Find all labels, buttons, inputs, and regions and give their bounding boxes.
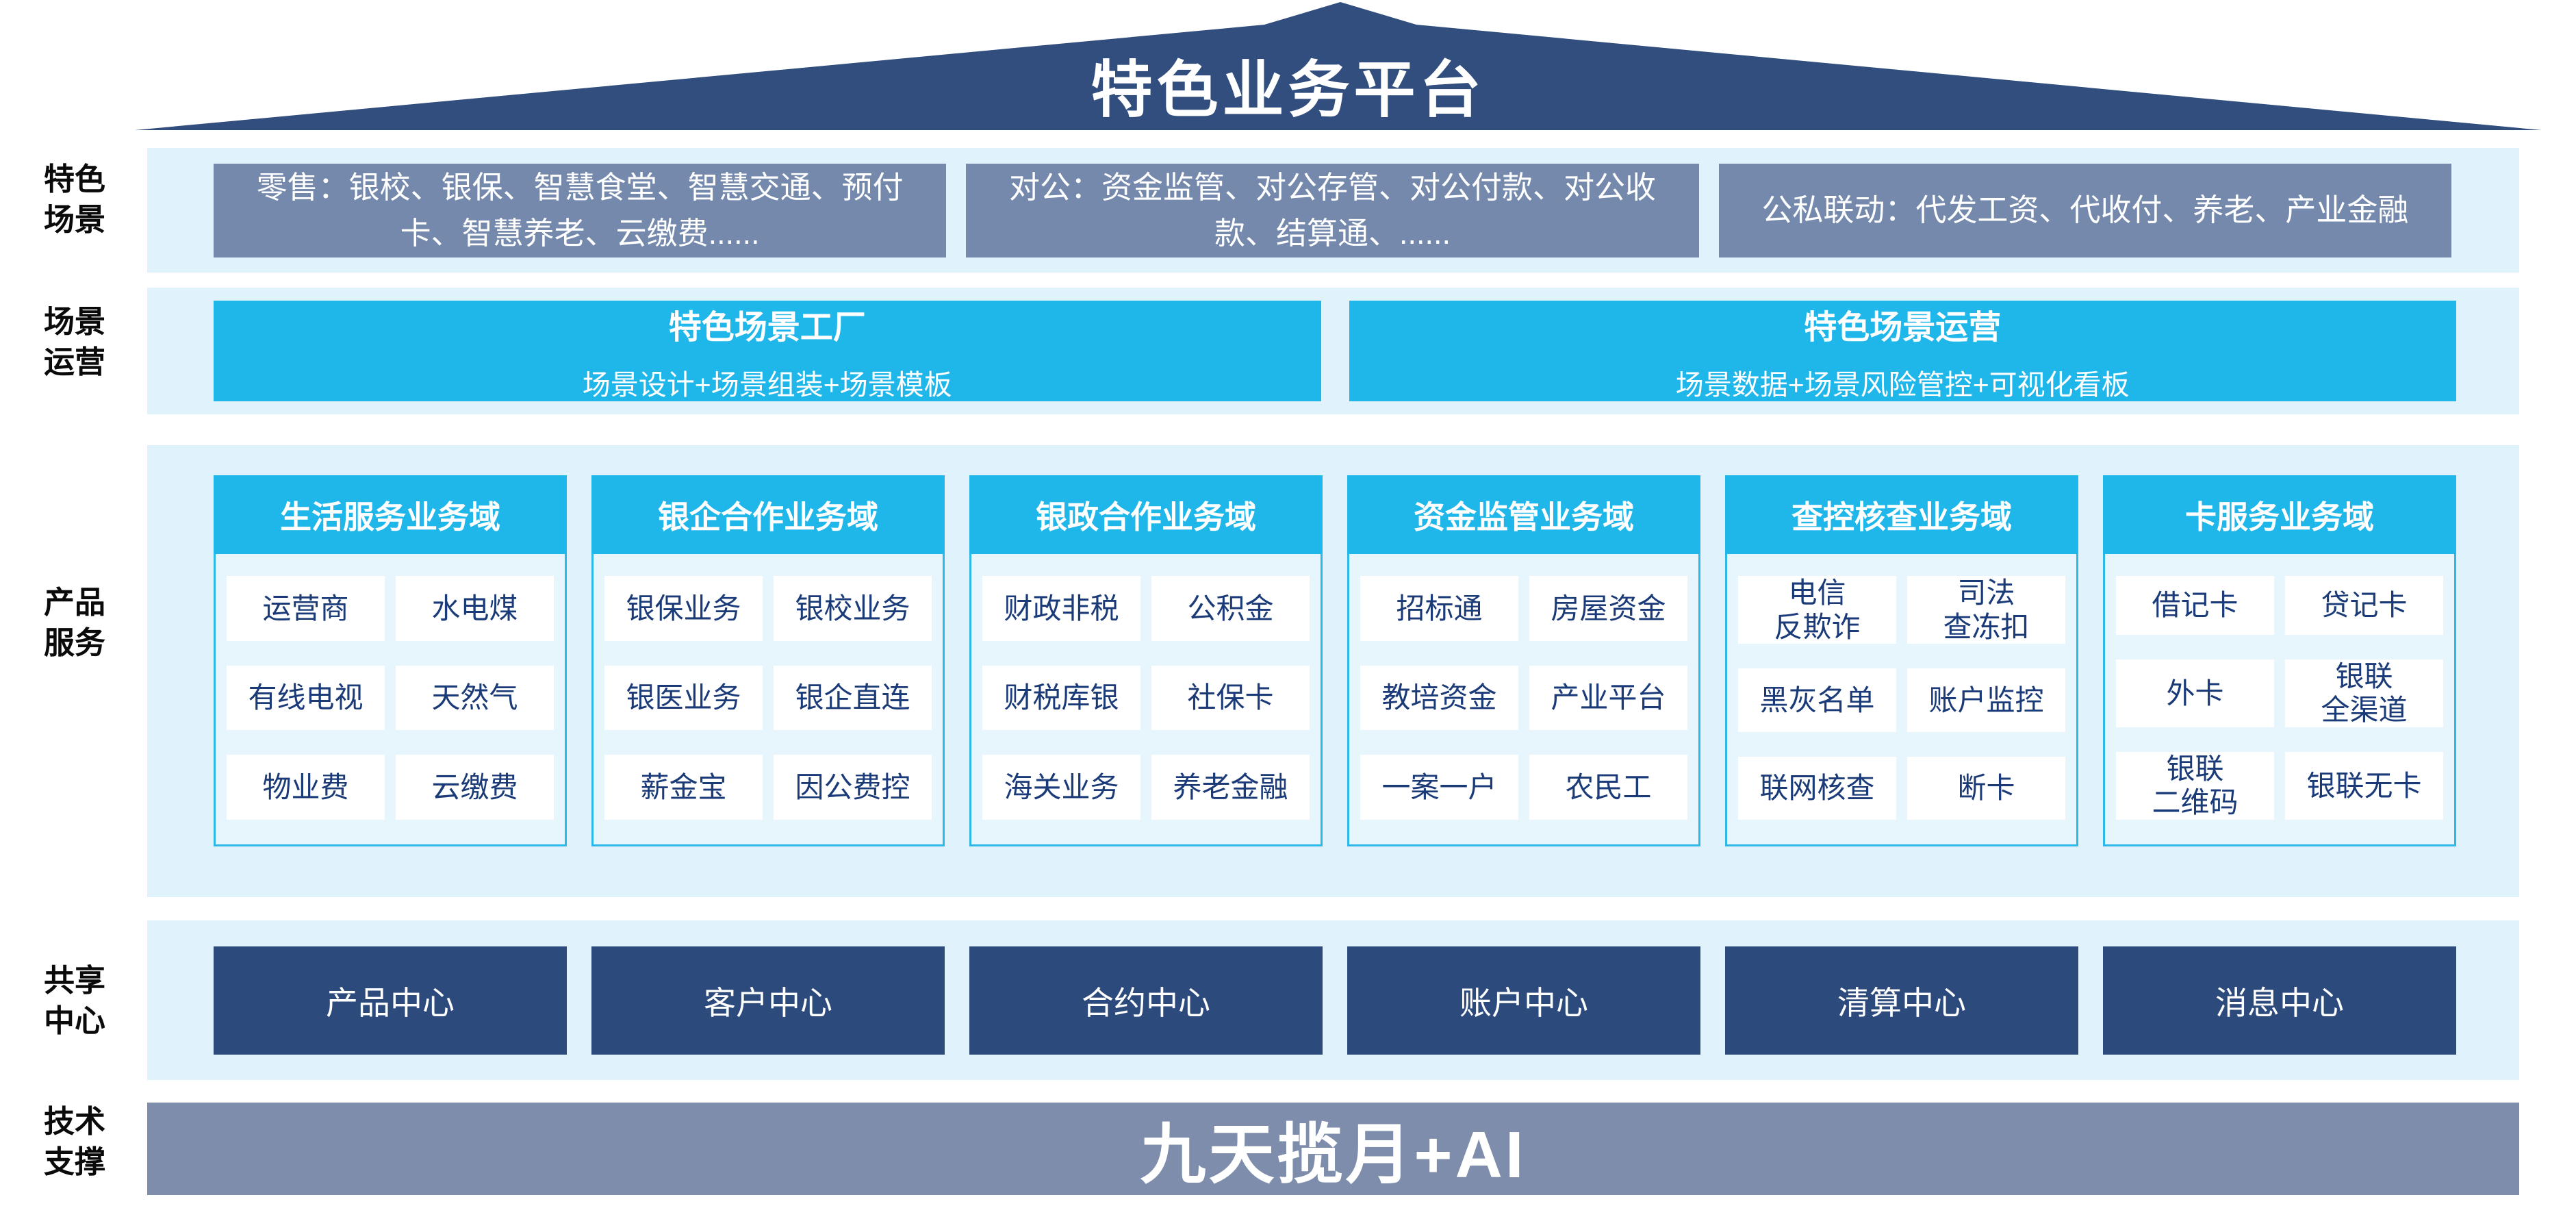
side-label-scenes: 特色 场景 bbox=[43, 162, 105, 238]
product-column-bank-enterprise: 银企合作业务域 银保业务 银校业务 银医业务 银企直连 薪金宝 因公费控 bbox=[591, 475, 945, 897]
band-featured-scenes: 零售：银校、银保、智慧食堂、智慧交通、预付卡、智慧养老、云缴费...... 对公… bbox=[147, 148, 2519, 273]
side-label-shared: 共享 中心 bbox=[43, 963, 105, 1039]
scene-box-retail: 零售：银校、银保、智慧食堂、智慧交通、预付卡、智慧养老、云缴费...... bbox=[214, 163, 947, 257]
product-cell: 运营商 bbox=[227, 576, 385, 641]
page-title: 特色业务平台 bbox=[1091, 56, 1485, 125]
product-column-card-services: 卡服务业务域 借记卡 贷记卡 外卡 银联 全渠道 银联 二维码 银联无卡 bbox=[2103, 475, 2456, 897]
side-label-tech: 技术 支撑 bbox=[43, 1104, 105, 1180]
band-shared-centers: 产品中心 客户中心 合约中心 账户中心 清算中心 消息中心 bbox=[147, 920, 2519, 1080]
side-label-operation: 场景 运营 bbox=[43, 304, 105, 380]
scene-box-public-private: 公私联动：代发工资、代收付、养老、产业金融 bbox=[1718, 163, 2451, 257]
product-column-header: 查控核查业务域 bbox=[1725, 475, 2078, 554]
product-cell: 因公费控 bbox=[774, 755, 932, 820]
product-cell: 银校业务 bbox=[774, 576, 932, 641]
product-cell: 物业费 bbox=[227, 755, 385, 820]
product-column-bank-government: 银政合作业务域 财政非税 公积金 财税库银 社保卡 海关业务 养老金融 bbox=[969, 475, 1323, 897]
product-cell: 公积金 bbox=[1151, 576, 1310, 641]
product-column-body: 电信 反欺诈 司法 查冻扣 黑灰名单 账户监控 联网核查 断卡 bbox=[1725, 554, 2078, 846]
product-cell: 养老金融 bbox=[1151, 755, 1310, 820]
product-column-body: 招标通 房屋资金 教培资金 产业平台 一案一户 农民工 bbox=[1347, 554, 1700, 846]
product-cell: 产业平台 bbox=[1529, 665, 1687, 731]
product-cell: 银医业务 bbox=[604, 665, 763, 731]
product-cell: 联网核查 bbox=[1738, 756, 1896, 820]
product-column-header: 卡服务业务域 bbox=[2103, 475, 2456, 554]
product-cell: 云缴费 bbox=[396, 755, 554, 820]
product-cell: 农民工 bbox=[1529, 755, 1687, 820]
tech-support-bar: 九天揽月+AI bbox=[147, 1103, 2519, 1195]
product-cell: 教培资金 bbox=[1360, 665, 1518, 731]
product-cell: 电信 反欺诈 bbox=[1738, 576, 1896, 644]
product-cell: 司法 查冻扣 bbox=[1907, 576, 2065, 644]
product-cell: 有线电视 bbox=[227, 665, 385, 731]
product-column-fund-supervision: 资金监管业务域 招标通 房屋资金 教培资金 产业平台 一案一户 农民工 bbox=[1347, 475, 1700, 897]
product-column-header: 资金监管业务域 bbox=[1347, 475, 1700, 554]
op-box-title: 特色场景运营 bbox=[1804, 309, 2002, 346]
side-label-products: 产品 服务 bbox=[43, 585, 105, 661]
product-cell: 招标通 bbox=[1360, 576, 1518, 641]
product-column-header: 银政合作业务域 bbox=[969, 475, 1323, 554]
product-cell: 房屋资金 bbox=[1529, 576, 1687, 641]
product-cell: 社保卡 bbox=[1151, 665, 1310, 731]
scene-box-corporate: 对公：资金监管、对公存管、对公付款、对公收款、结算通、...... bbox=[966, 163, 1699, 257]
roof-shape bbox=[135, 2, 2542, 130]
product-column-header: 银企合作业务域 bbox=[591, 475, 945, 554]
band-product-services: 生活服务业务域 运营商 水电煤 有线电视 天然气 物业费 云缴费 银企合作业务域… bbox=[147, 445, 2519, 897]
product-cell: 黑灰名单 bbox=[1738, 668, 1896, 732]
shared-center-message: 消息中心 bbox=[2103, 946, 2456, 1055]
product-column-inquiry-control: 查控核查业务域 电信 反欺诈 司法 查冻扣 黑灰名单 账户监控 联网核查 断卡 bbox=[1725, 475, 2078, 897]
product-cell: 借记卡 bbox=[2116, 576, 2274, 635]
op-box-subtitle: 场景数据+场景风险管控+可视化看板 bbox=[1675, 368, 2130, 401]
op-box-title: 特色场景工厂 bbox=[668, 309, 866, 346]
shared-center-account: 账户中心 bbox=[1347, 946, 1700, 1055]
shared-center-contract: 合约中心 bbox=[969, 946, 1323, 1055]
product-cell: 银保业务 bbox=[604, 576, 763, 641]
product-cell: 海关业务 bbox=[982, 755, 1140, 820]
shared-center-clearing: 清算中心 bbox=[1725, 946, 2078, 1055]
product-column-body: 银保业务 银校业务 银医业务 银企直连 薪金宝 因公费控 bbox=[591, 554, 945, 846]
shared-center-product: 产品中心 bbox=[214, 946, 567, 1055]
product-cell: 银企直连 bbox=[774, 665, 932, 731]
product-cell: 水电煤 bbox=[396, 576, 554, 641]
op-box-scene-factory: 特色场景工厂 场景设计+场景组装+场景模板 bbox=[214, 301, 1321, 401]
product-column-body: 财政非税 公积金 财税库银 社保卡 海关业务 养老金融 bbox=[969, 554, 1323, 846]
product-cell: 银联无卡 bbox=[2285, 751, 2443, 820]
op-box-scene-operation: 特色场景运营 场景数据+场景风险管控+可视化看板 bbox=[1349, 301, 2456, 401]
product-cell: 外卡 bbox=[2116, 659, 2274, 727]
band-scene-operation: 特色场景工厂 场景设计+场景组装+场景模板 特色场景运营 场景数据+场景风险管控… bbox=[147, 288, 2519, 414]
product-column-body: 运营商 水电煤 有线电视 天然气 物业费 云缴费 bbox=[214, 554, 567, 846]
product-cell: 一案一户 bbox=[1360, 755, 1518, 820]
shared-center-customer: 客户中心 bbox=[591, 946, 945, 1055]
product-column-life-services: 生活服务业务域 运营商 水电煤 有线电视 天然气 物业费 云缴费 bbox=[214, 475, 567, 897]
op-box-subtitle: 场景设计+场景组装+场景模板 bbox=[582, 368, 952, 401]
product-cell: 贷记卡 bbox=[2285, 576, 2443, 635]
product-cell: 断卡 bbox=[1907, 756, 2065, 820]
product-column-header: 生活服务业务域 bbox=[214, 475, 567, 554]
product-cell: 天然气 bbox=[396, 665, 554, 731]
product-cell: 财政非税 bbox=[982, 576, 1140, 641]
product-column-body: 借记卡 贷记卡 外卡 银联 全渠道 银联 二维码 银联无卡 bbox=[2103, 554, 2456, 846]
product-cell: 财税库银 bbox=[982, 665, 1140, 731]
product-cell: 薪金宝 bbox=[604, 755, 763, 820]
product-cell: 银联 二维码 bbox=[2116, 751, 2274, 820]
product-cell: 账户监控 bbox=[1907, 668, 2065, 732]
product-cell: 银联 全渠道 bbox=[2285, 659, 2443, 727]
